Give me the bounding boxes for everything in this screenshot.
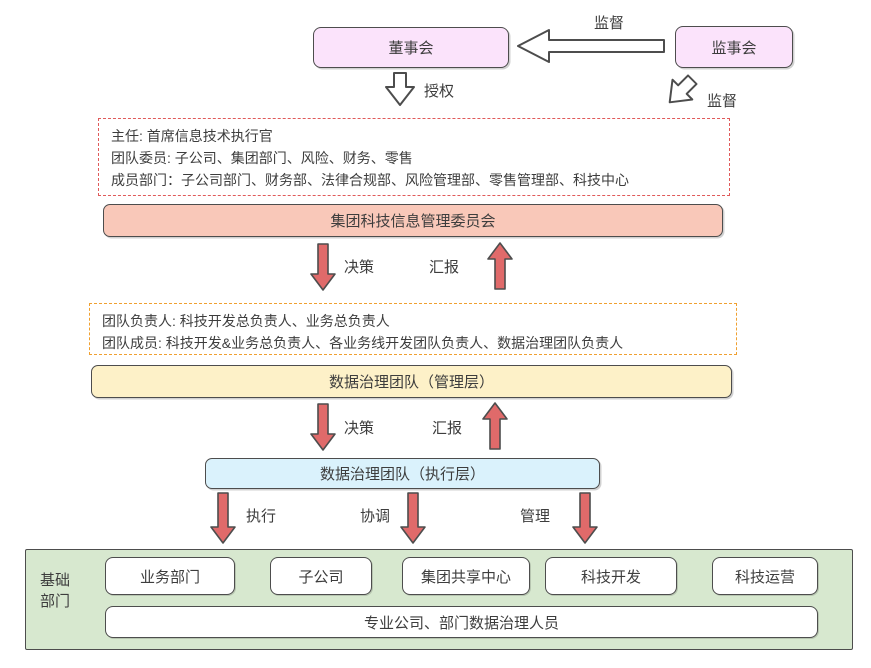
manage-label: 管理 bbox=[520, 508, 551, 525]
authorize-label: 授权 bbox=[424, 83, 455, 100]
decision-label-2: 决策 bbox=[344, 420, 375, 437]
dept-box-business: 业务部门 bbox=[105, 557, 235, 595]
dept-box-tech-ops: 科技运营 bbox=[712, 557, 818, 595]
mgmt-note-line1: 团队负责人: 科技开发总负责人、业务总负责人 bbox=[102, 313, 390, 329]
decision-down-arrow-1-icon bbox=[310, 243, 336, 291]
committee-box: 集团科技信息管理委员会 bbox=[103, 204, 723, 237]
coordinate-label: 协调 bbox=[360, 508, 391, 525]
decision-down-arrow-2-icon bbox=[310, 403, 336, 451]
report-label-2: 汇报 bbox=[432, 420, 463, 437]
staff-box: 专业公司、部门数据治理人员 bbox=[105, 606, 818, 638]
execute-down-arrow-icon bbox=[210, 492, 236, 544]
dept-box-tech-dev: 科技开发 bbox=[545, 557, 677, 595]
committee-note-line1: 主任: 首席信息技术执行官 bbox=[111, 128, 273, 144]
manage-down-arrow-icon bbox=[572, 492, 598, 544]
authorize-arrow-icon bbox=[385, 72, 415, 106]
report-up-arrow-2-icon bbox=[482, 402, 508, 450]
board-box: 董事会 bbox=[313, 27, 509, 68]
decision-label-1: 决策 bbox=[344, 259, 375, 276]
mgmt-team-box: 数据治理团队（管理层） bbox=[91, 365, 732, 398]
dept-box-shared-center: 集团共享中心 bbox=[402, 557, 530, 595]
committee-note-line2: 团队委员: 子公司、集团部门、风险、财务、零售 bbox=[111, 150, 413, 166]
committee-note-line3: 成员部门：子公司部门、财务部、法律合规部、风险管理部、零售管理部、科技中心 bbox=[111, 172, 629, 188]
supervise-side-label: 监督 bbox=[707, 93, 738, 110]
supervise-diagonal-arrow-icon bbox=[658, 68, 703, 113]
mgmt-note-line2: 团队成员: 科技开发&业务总负责人、各业务线开发团队负责人、数据治理团队负责人 bbox=[102, 335, 624, 351]
supervise-top-label: 监督 bbox=[594, 15, 625, 32]
supervisory-box: 监事会 bbox=[675, 26, 793, 68]
coordinate-down-arrow-icon bbox=[400, 492, 426, 544]
report-up-arrow-1-icon bbox=[487, 242, 513, 290]
dept-box-subsidiary: 子公司 bbox=[270, 557, 372, 595]
execute-label: 执行 bbox=[246, 508, 277, 525]
mgmt-note: 团队负责人: 科技开发总负责人、业务总负责人 团队成员: 科技开发&业务总负责人… bbox=[89, 303, 737, 355]
exec-team-box: 数据治理团队（执行层） bbox=[205, 458, 600, 489]
supervise-left-arrow-icon bbox=[517, 29, 665, 63]
committee-note: 主任: 首席信息技术执行官 团队委员: 子公司、集团部门、风险、财务、零售 成员… bbox=[98, 118, 730, 196]
report-label-1: 汇报 bbox=[429, 259, 460, 276]
base-panel-label: 基础部门 bbox=[40, 572, 71, 610]
